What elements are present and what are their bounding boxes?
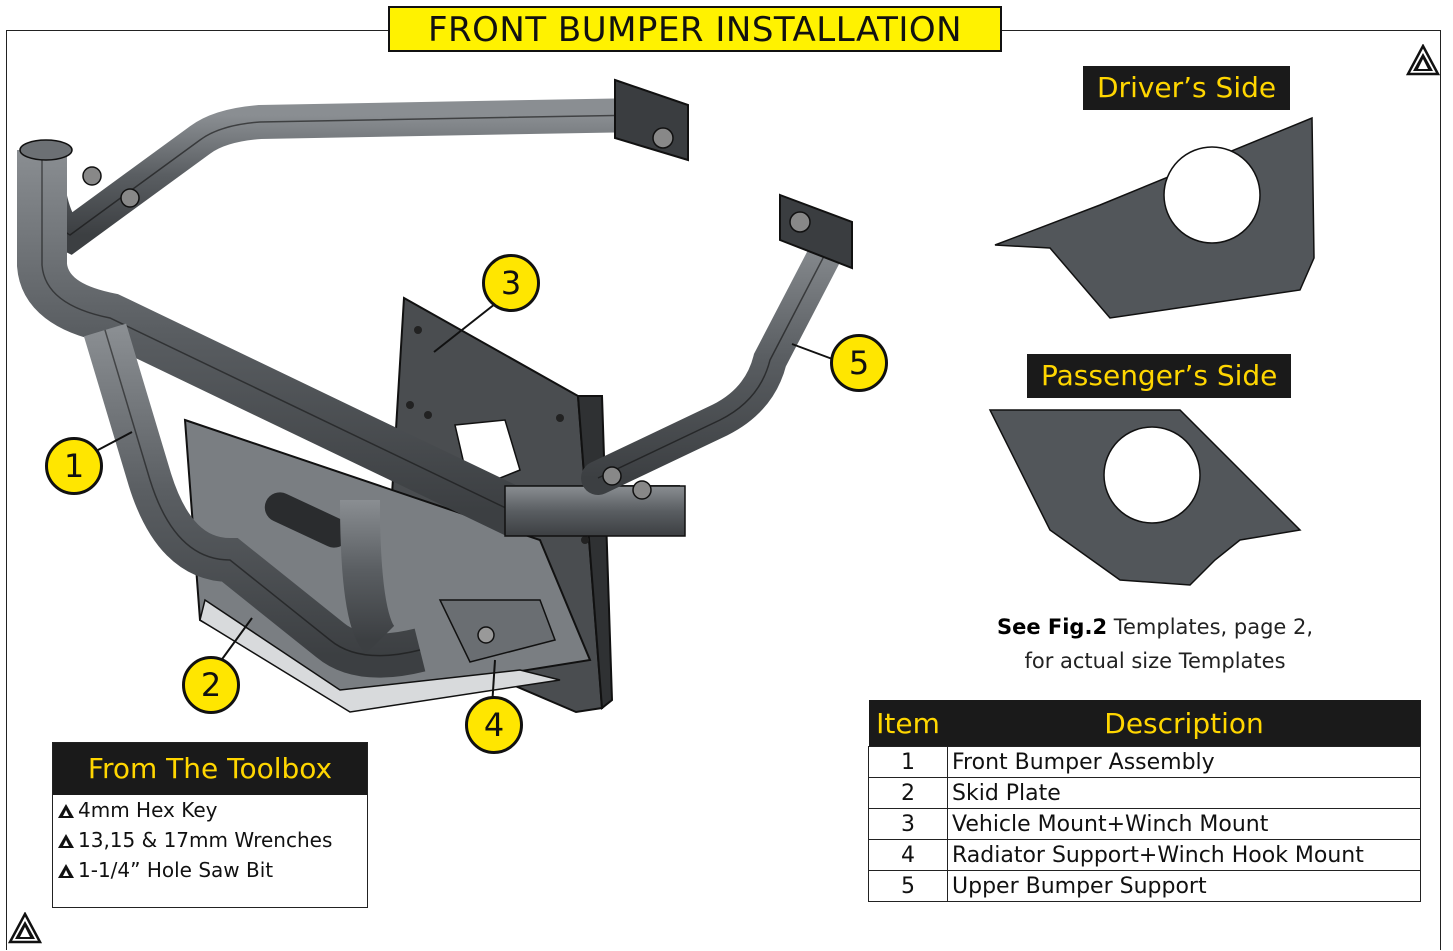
item-number: 1: [868, 746, 948, 778]
callout-5: 5: [830, 334, 888, 392]
brand-logo-icon: [58, 804, 74, 818]
brand-logo-icon: [8, 912, 42, 944]
table-row: 3 Vehicle Mount+Winch Mount: [868, 808, 1421, 840]
toolbox-item-text: 4mm Hex Key: [78, 798, 218, 822]
figure-reference: See Fig.2: [996, 615, 1108, 639]
table-row: 4 Radiator Support+Winch Hook Mount: [868, 839, 1421, 871]
callout-1: 1: [45, 437, 103, 495]
item-description: Vehicle Mount+Winch Mount: [947, 808, 1421, 840]
driver-template-shape: [994, 116, 1315, 319]
column-header-item: Item: [868, 700, 948, 747]
driver-side-label: Driver’s Side: [1083, 66, 1291, 110]
item-number: 2: [868, 777, 948, 809]
passenger-side-label: Passenger’s Side: [1027, 354, 1292, 398]
column-header-description: Description: [947, 700, 1421, 747]
item-description: Skid Plate: [947, 777, 1421, 809]
item-description: Upper Bumper Support: [947, 870, 1421, 902]
template-note: See Fig.2 Templates, page 2, for actual …: [990, 610, 1320, 678]
item-number: 4: [868, 839, 948, 871]
toolbox-item: 1-1/4” Hole Saw Bit: [53, 855, 367, 885]
page-title: FRONT BUMPER INSTALLATION: [388, 6, 1002, 52]
toolbox-item: 4mm Hex Key: [53, 795, 367, 825]
callout-2: 2: [182, 656, 240, 714]
table-row: 5 Upper Bumper Support: [868, 870, 1421, 902]
toolbox-panel: From The Toolbox 4mm Hex Key 13,15 & 17m…: [52, 742, 368, 908]
table-row: 2 Skid Plate: [868, 777, 1421, 809]
toolbox-item: 13,15 & 17mm Wrenches: [53, 825, 367, 855]
item-description: Radiator Support+Winch Hook Mount: [947, 839, 1421, 871]
brand-logo-icon: [58, 864, 74, 878]
item-description: Front Bumper Assembly: [947, 746, 1421, 778]
toolbox-item-text: 1-1/4” Hole Saw Bit: [78, 858, 274, 882]
toolbox-item-text: 13,15 & 17mm Wrenches: [78, 828, 333, 852]
template-note-line-1: Templates, page 2,: [1113, 615, 1314, 639]
callout-4: 4: [465, 696, 523, 754]
item-number: 5: [868, 870, 948, 902]
template-note-line-2: for actual size Templates: [1024, 649, 1286, 673]
toolbox-heading: From The Toolbox: [53, 743, 367, 795]
parts-table: Item Description 1 Front Bumper Assembly…: [868, 700, 1421, 902]
brand-logo-icon: [58, 834, 74, 848]
parts-table-header: Item Description: [868, 700, 1421, 747]
table-row: 1 Front Bumper Assembly: [868, 746, 1421, 778]
item-number: 3: [868, 808, 948, 840]
callout-3: 3: [482, 254, 540, 312]
brand-logo-icon: [1406, 44, 1440, 76]
